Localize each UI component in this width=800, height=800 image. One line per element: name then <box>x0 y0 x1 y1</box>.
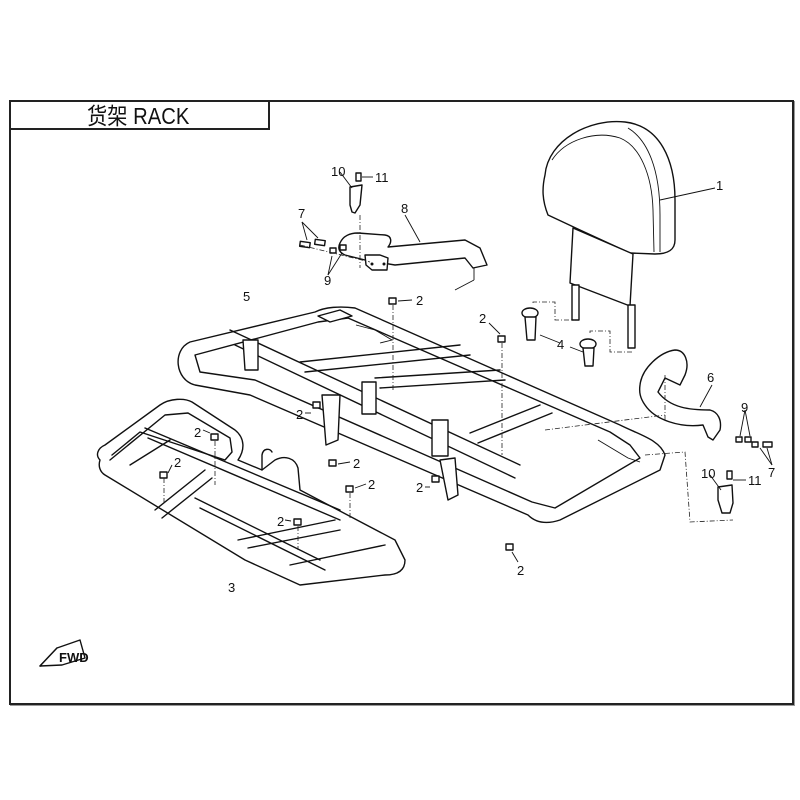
callout-2: 2 <box>517 563 524 578</box>
bolt-e <box>202 429 219 485</box>
callout-2: 2 <box>479 311 486 326</box>
callout-1: 1 <box>716 178 723 193</box>
callout-2: 2 <box>368 477 375 492</box>
backrest-cushion <box>542 120 716 349</box>
callout-2: 2 <box>174 455 181 470</box>
callout-7: 7 <box>768 465 775 480</box>
callout-5: 5 <box>243 289 250 304</box>
bolt-j <box>505 543 519 563</box>
bolt-i <box>425 475 440 488</box>
callout-7: 7 <box>298 206 305 221</box>
callout-10: 10 <box>701 466 715 481</box>
callout-9: 9 <box>324 273 331 288</box>
callout-2: 2 <box>277 514 284 529</box>
callout-9: 9 <box>741 400 748 415</box>
front-rack <box>96 398 406 586</box>
bolt-d <box>328 459 351 467</box>
callout-2: 2 <box>194 425 201 440</box>
callout-10: 10 <box>331 164 345 179</box>
bolt-f <box>159 464 173 505</box>
right-grab-handle <box>544 349 722 441</box>
bolts-spacers-left <box>298 221 371 276</box>
callout-11: 11 <box>748 473 762 488</box>
callout-4: 4 <box>557 337 564 352</box>
callout-3: 3 <box>228 580 235 595</box>
title-box: 货架 RACK <box>9 100 270 130</box>
bolt-a <box>388 297 413 390</box>
bolt-c <box>305 401 321 414</box>
backrest-bushings <box>521 301 632 367</box>
rear-rack <box>177 306 666 524</box>
bolts-spacers-right <box>644 409 773 523</box>
bolt-h <box>284 518 302 550</box>
left-grab-handle <box>338 214 488 291</box>
bolts-2 <box>159 297 519 563</box>
forward-arrow-icon[interactable]: FWD <box>39 639 89 667</box>
callout-2: 2 <box>416 293 423 308</box>
callout-2: 2 <box>416 480 423 495</box>
callout-6: 6 <box>707 370 714 385</box>
fwd-label: FWD <box>59 650 89 665</box>
callout-2: 2 <box>296 407 303 422</box>
bolt-b <box>488 322 506 455</box>
page-title: 货架 RACK <box>87 103 190 129</box>
diagram-frame <box>9 100 794 705</box>
callout-labels: 1 2 2 2 2 2 2 2 2 2 2 3 4 5 6 7 7 8 9 9 … <box>174 164 775 595</box>
callout-2: 2 <box>353 456 360 471</box>
callout-11: 11 <box>375 170 389 185</box>
bolt-g <box>345 483 367 520</box>
callout-8: 8 <box>401 201 408 216</box>
